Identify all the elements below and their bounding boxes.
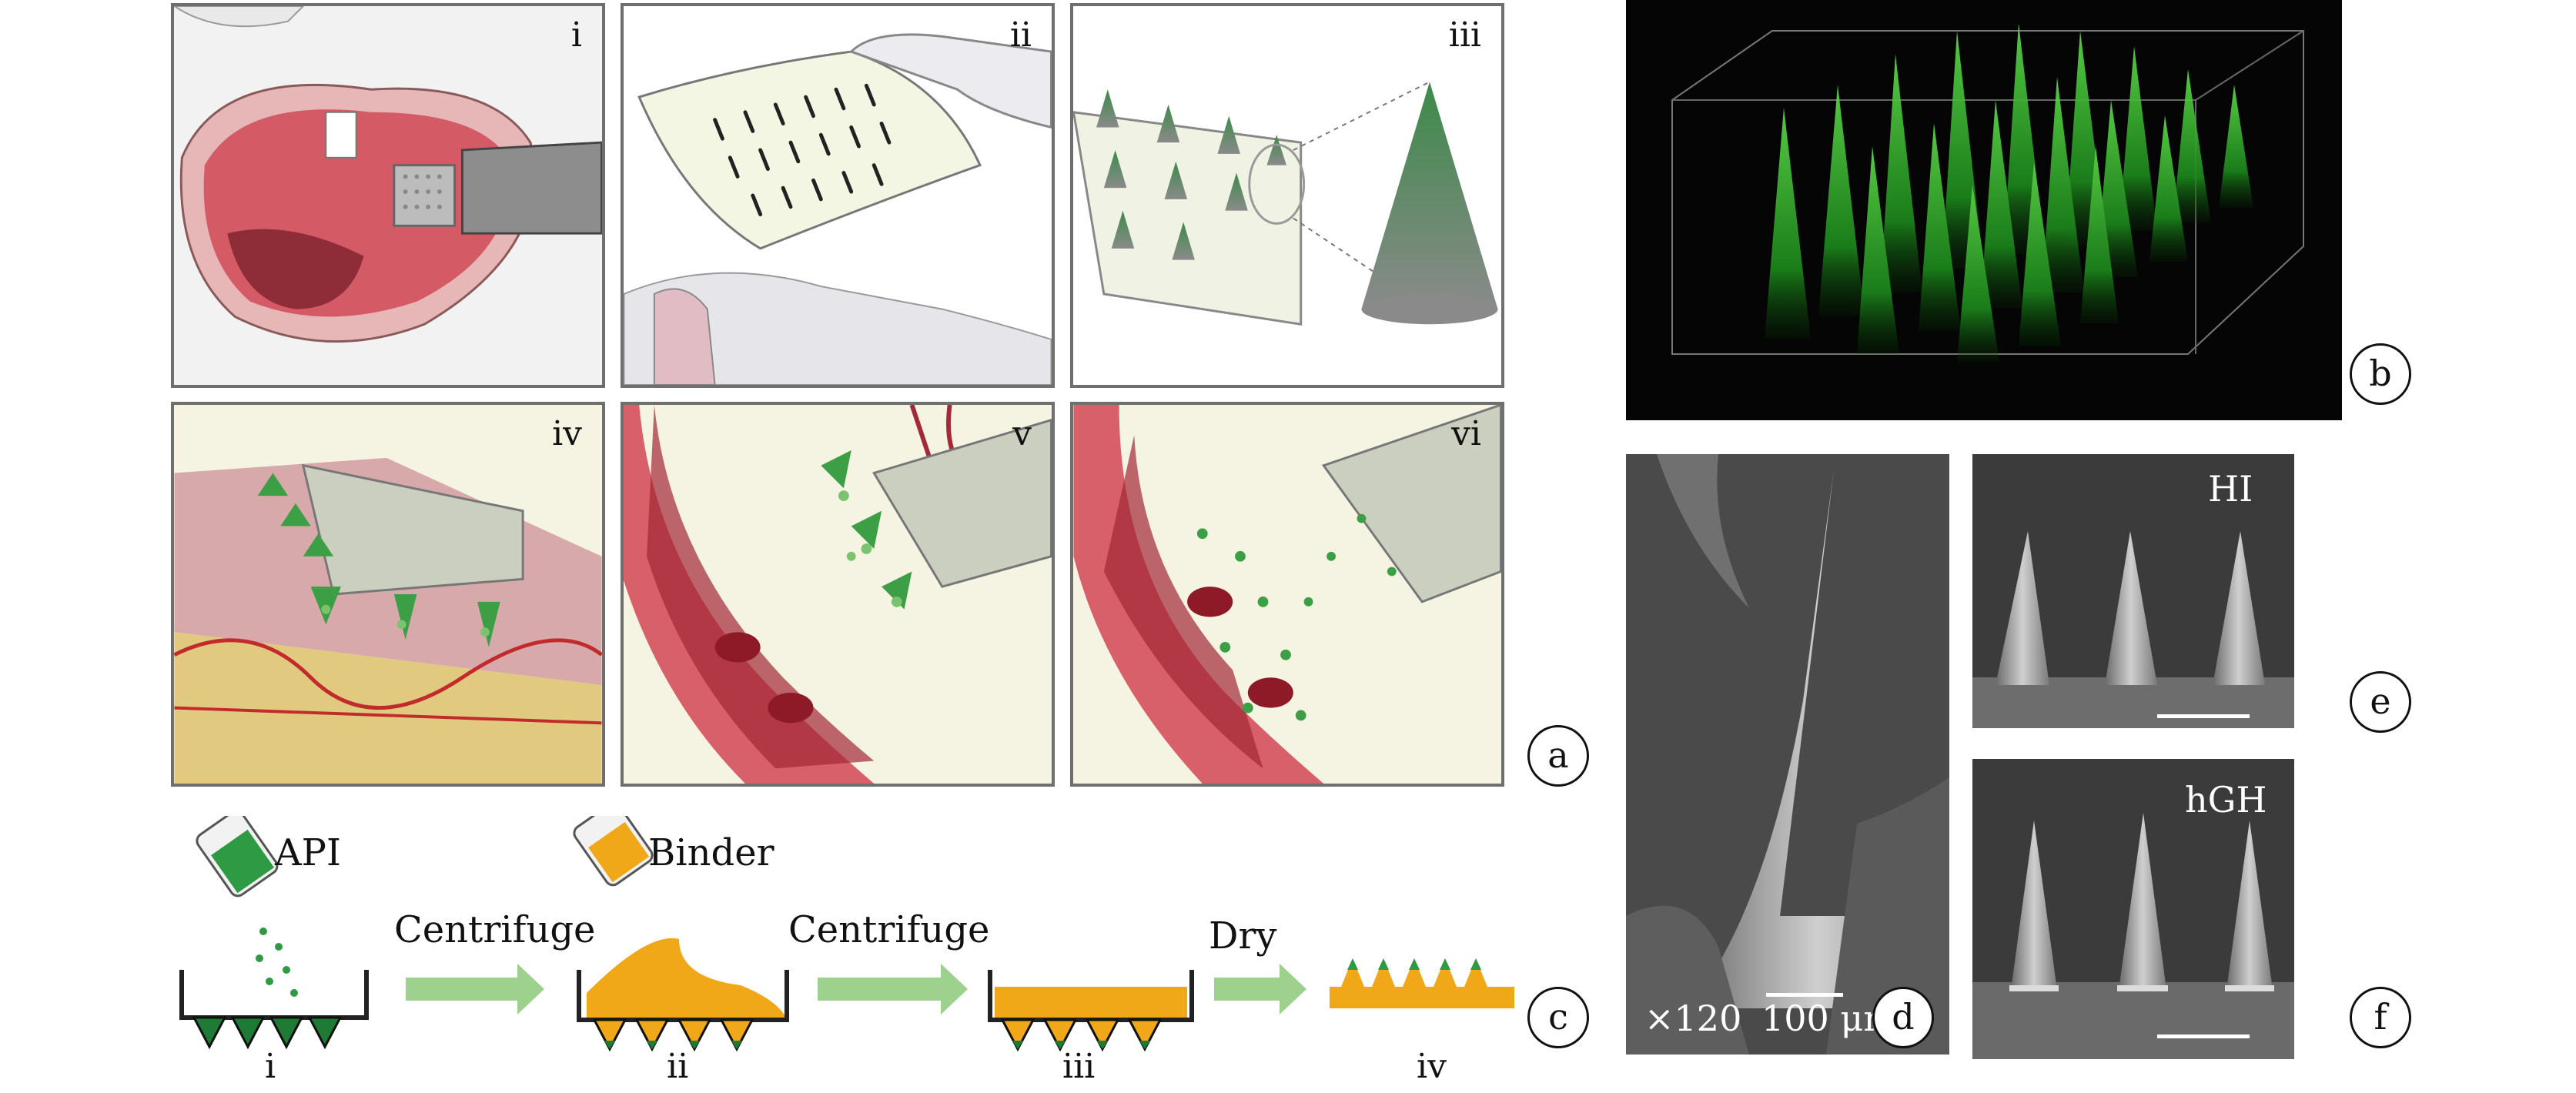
mold-step-i [179, 970, 369, 1050]
patch-in-fingers-illustration [624, 33, 1052, 385]
panel-e-hi-microneedles: HI [1972, 454, 2294, 728]
step-label: iv [552, 414, 582, 453]
release-illustration [1073, 405, 1501, 784]
scale-bar-d [1766, 993, 1843, 997]
step-label: i [570, 15, 582, 55]
panel-label-c: c [1527, 987, 1589, 1048]
mold-step-iii [988, 970, 1194, 1052]
panel-a-v-vessel-delivery: v [621, 402, 1055, 787]
step-label: v [1012, 414, 1032, 453]
step-label-i: i [265, 1047, 276, 1086]
fluorescence-3d-render [1671, 23, 2304, 362]
hi-needles-render [1972, 454, 2294, 728]
step-label-iv: iv [1417, 1047, 1447, 1086]
panel-a-iii-needle-closeup: iii [1070, 3, 1504, 388]
product-step-iv [1330, 958, 1514, 1008]
panel-label-e: e [2350, 671, 2411, 733]
binder-label: Binder [648, 831, 774, 874]
hgh-needles-render [1972, 759, 2294, 1059]
api-bottle [196, 816, 279, 897]
binder-bottle [573, 816, 654, 887]
step-label: iii [1448, 15, 1481, 55]
fabrication-diagram [179, 816, 1514, 1052]
panel-d-sem-image: ×120 100 μm [1626, 454, 1949, 1055]
panel-label-d: d [1872, 987, 1934, 1048]
arrow-label-dry: Dry [1209, 914, 1277, 958]
hi-label: HI [2208, 468, 2253, 510]
skin-insertion-illustration [174, 457, 602, 784]
panel-label-a: a [1527, 725, 1589, 787]
panel-a-vi-drug-release: vi [1070, 402, 1504, 787]
patch-dots [403, 174, 442, 209]
panel-f-hgh-microneedles: hGH [1972, 759, 2294, 1059]
step-label: vi [1451, 414, 1481, 453]
panel-a-ii-microneedle-patch: ii [621, 3, 1055, 388]
hgh-label: hGH [2185, 779, 2267, 821]
panel-c-fabrication-flow: API Binder Centrifuge Centrifuge Dry i i… [171, 816, 1541, 1093]
mouth-illustration [174, 6, 602, 385]
panel-a-i-oral-application: i [171, 3, 605, 388]
needle-array [713, 83, 892, 217]
panel-label-b: b [2350, 343, 2411, 405]
panel-label-f: f [2350, 987, 2411, 1048]
step-label: ii [1009, 15, 1032, 55]
needle-closeup-illustration [1073, 81, 1498, 326]
step-label-iii: iii [1062, 1047, 1096, 1086]
sem-needle-render [1626, 454, 1949, 1055]
api-label: API [275, 831, 341, 874]
step-label-ii: ii [667, 1047, 689, 1086]
panel-b-fluorescence-image [1626, 0, 2342, 420]
panel-a-iv-skin-insertion: iv [171, 402, 605, 787]
arrow-label-centrifuge-2: Centrifuge [788, 908, 990, 951]
arrow-label-centrifuge-1: Centrifuge [394, 908, 596, 951]
mold-step-ii [577, 938, 789, 1052]
api-particles [256, 928, 298, 997]
vessel-illustration [624, 405, 1052, 784]
magnification-label: ×120 [1644, 998, 1742, 1039]
